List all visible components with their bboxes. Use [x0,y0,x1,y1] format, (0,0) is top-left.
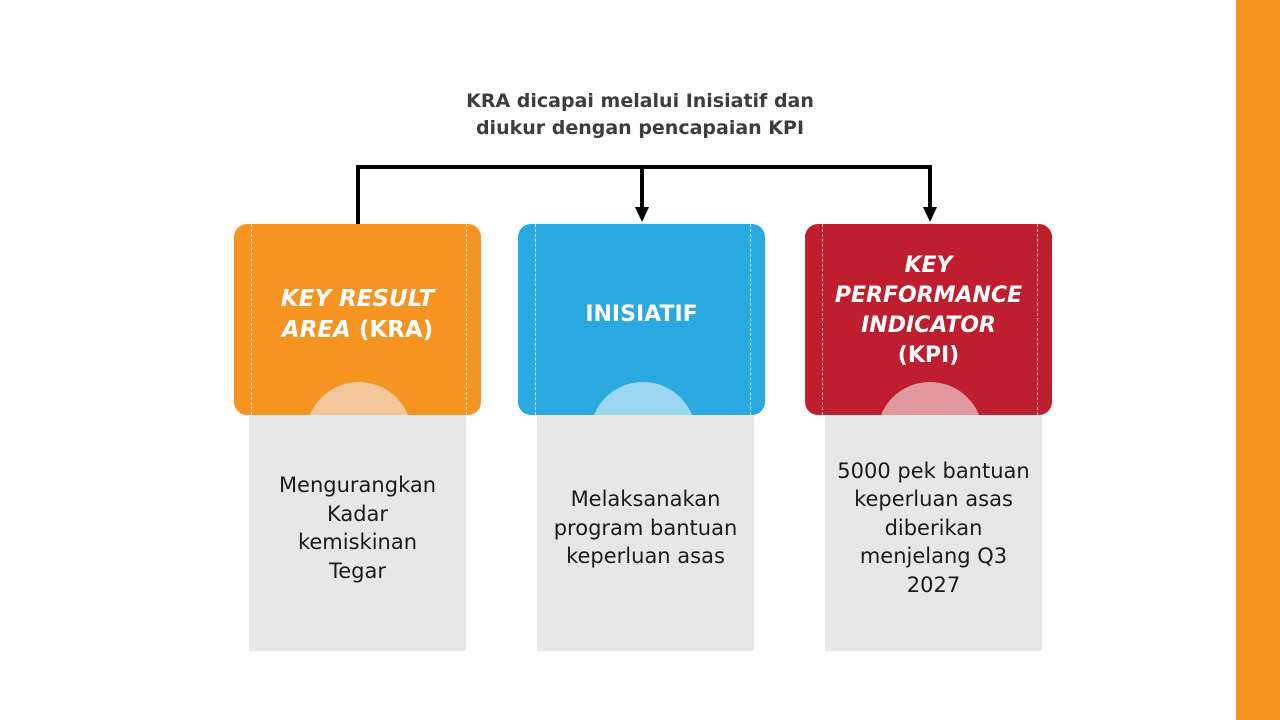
guide-line-left [535,224,536,415]
title-line-2: diukur dengan pencapaian KPI [475,117,805,139]
kpi-label-line-1: KEY [904,252,953,278]
guide-line-right [1037,224,1038,415]
kpi-label-line-2: PERFORMANCE [834,282,1023,308]
arrowhead-kpi [923,207,937,222]
desc-kpi-text: 5000 pek bantuan keperluan asas diberika… [837,458,1030,597]
side-accent-bar [1236,0,1280,720]
arrowhead-inisiatif [635,207,649,222]
guide-line-right [750,224,751,415]
guide-line-left [822,224,823,415]
desc-kra-text: Mengurangkan Kadar kemiskinan Tegar [278,473,437,583]
card-kra-label: KEY RESULT AREA (KRA) [248,224,467,415]
kra-label-line-1: KEY RESULT [280,285,435,312]
guide-line-right [466,224,467,415]
desc-kra: Mengurangkan Kadar kemiskinan Tegar [249,415,466,651]
desc-inisiatif-text: Melaksanakan program bantuan keperluan a… [553,487,738,569]
card-inisiatif: INISIATIF [518,224,765,415]
card-kpi: KEY PERFORMANCE INDICATOR (KPI) [805,224,1052,415]
desc-kpi: 5000 pek bantuan keperluan asas diberika… [825,415,1042,651]
kra-label-line-2-abbr: (KRA) [350,316,434,343]
diagram-title: KRA dicapai melalui Inisiatif dan diukur… [380,88,900,142]
kra-label-line-2-italic: AREA [281,316,351,343]
guide-line-left [251,224,252,415]
title-line-1: KRA dicapai melalui Inisiatif dan [466,90,814,112]
connector-group [356,165,932,224]
card-inisiatif-label: INISIATIF [585,302,698,327]
kpi-label-line-4: (KPI) [897,342,960,368]
card-kpi-label: KEY PERFORMANCE INDICATOR (KPI) [819,224,1038,415]
card-kra: KEY RESULT AREA (KRA) [234,224,481,415]
kpi-label-line-3: INDICATOR [861,312,996,338]
desc-inisiatif: Melaksanakan program bantuan keperluan a… [537,415,754,651]
